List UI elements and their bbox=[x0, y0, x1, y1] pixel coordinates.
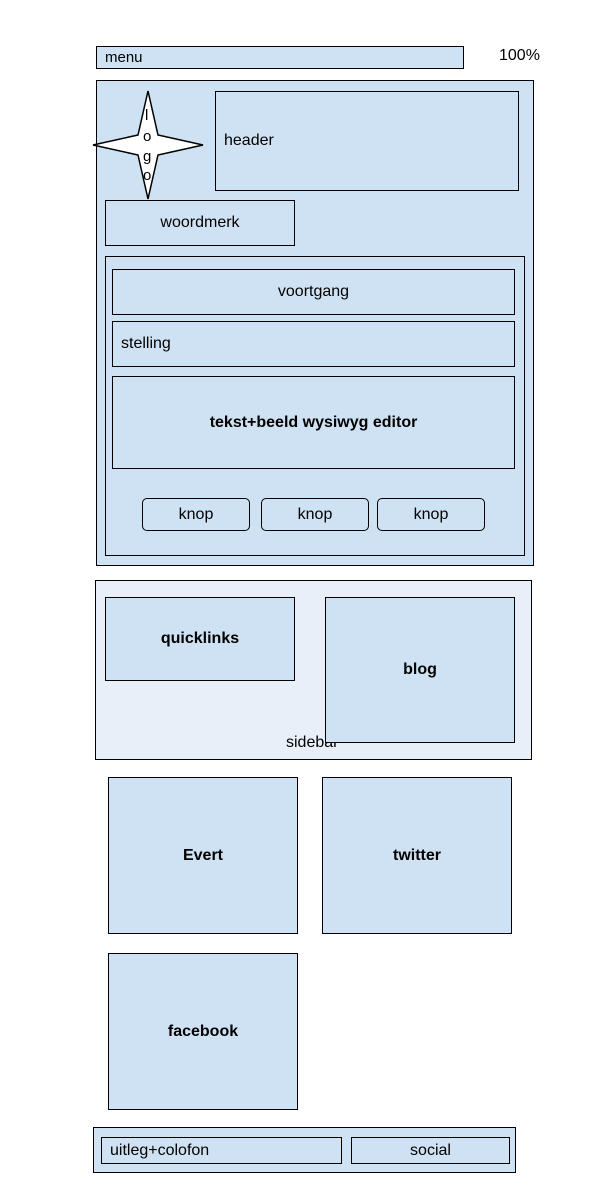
evert-box[interactable]: Evert bbox=[108, 777, 298, 934]
logo-letter-2: o bbox=[143, 128, 152, 145]
facebook-label: facebook bbox=[167, 1022, 239, 1040]
progress-bar: voortgang bbox=[112, 269, 515, 315]
logo-letter-4: o bbox=[143, 167, 152, 184]
menu-label: menu bbox=[105, 49, 143, 66]
blog-box[interactable]: blog bbox=[325, 597, 515, 743]
logo-star-icon bbox=[92, 90, 204, 200]
statement-label: stelling bbox=[121, 335, 171, 352]
wordmark-box: woordmerk bbox=[105, 200, 295, 246]
wysiwyg-editor[interactable]: tekst+beeld wysiwyg editor bbox=[112, 376, 515, 469]
facebook-box[interactable]: facebook bbox=[108, 953, 298, 1110]
colofon-label: uitleg+colofon bbox=[110, 1141, 210, 1159]
twitter-label: twitter bbox=[393, 846, 441, 864]
header-box: header bbox=[215, 91, 519, 191]
statement-box: stelling bbox=[112, 321, 515, 367]
knop-button-label: knop bbox=[297, 505, 333, 523]
editor-label: tekst+beeld wysiwyg editor bbox=[209, 413, 418, 431]
knop-button-label: knop bbox=[178, 505, 214, 523]
logo-letter-3: g bbox=[143, 148, 152, 165]
header-label: header bbox=[224, 132, 274, 149]
knop-button-2[interactable]: knop bbox=[261, 498, 369, 531]
menu-bar[interactable]: menu bbox=[96, 46, 464, 69]
social-label: social bbox=[410, 1141, 451, 1159]
evert-label: Evert bbox=[182, 846, 224, 864]
twitter-box[interactable]: twitter bbox=[322, 777, 512, 934]
quicklinks-box[interactable]: quicklinks bbox=[105, 597, 295, 681]
progress-label: voortgang bbox=[277, 283, 350, 300]
knop-button-label: knop bbox=[413, 505, 449, 523]
zoom-label: 100% bbox=[499, 47, 540, 64]
wordmark-label: woordmerk bbox=[160, 214, 240, 231]
logo-letter-1: l bbox=[145, 107, 149, 124]
knop-button-3[interactable]: knop bbox=[377, 498, 485, 531]
quicklinks-label: quicklinks bbox=[160, 630, 240, 647]
knop-button-1[interactable]: knop bbox=[142, 498, 250, 531]
social-box[interactable]: social bbox=[351, 1137, 510, 1164]
colofon-box[interactable]: uitleg+colofon bbox=[101, 1137, 342, 1164]
blog-label: blog bbox=[403, 661, 437, 678]
